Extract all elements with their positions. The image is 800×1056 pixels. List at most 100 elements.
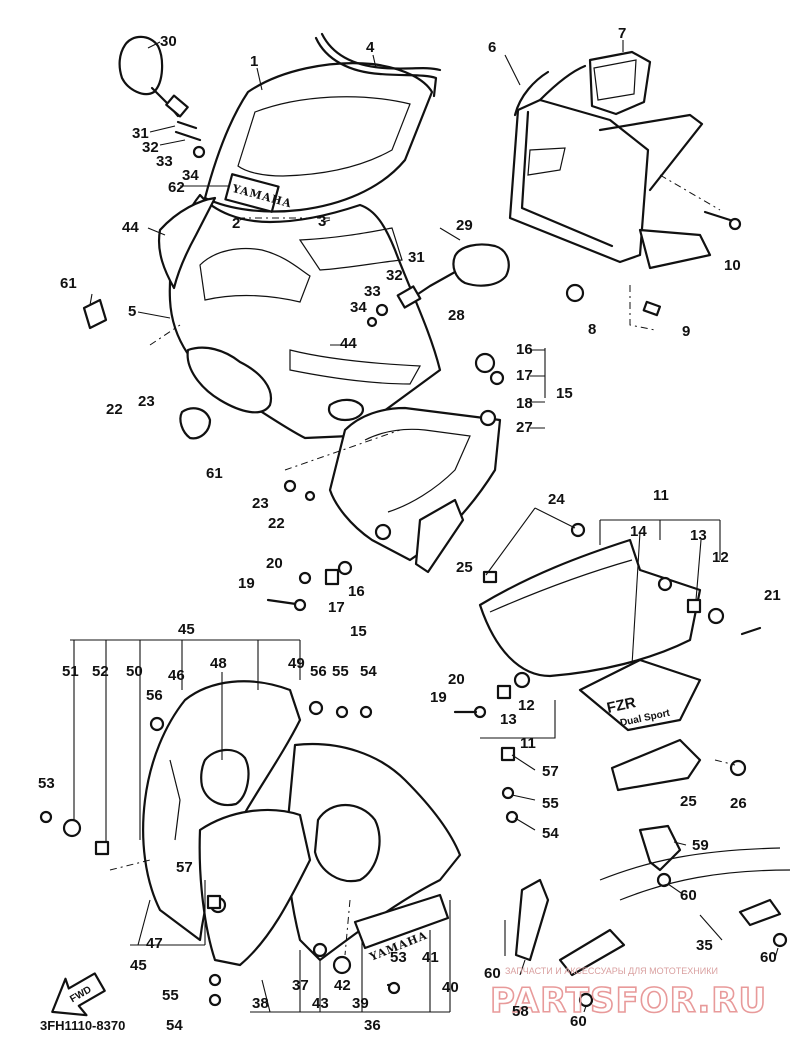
guide-line-f <box>714 759 736 766</box>
callout-13-2: 13 <box>500 711 517 728</box>
lower-cowling-front <box>198 808 312 967</box>
callout-60-3: 60 <box>570 1013 587 1030</box>
callout-29: 29 <box>456 217 473 234</box>
watermark-tagline: ЗАПЧАСТИ И АКСЕССУАРЫ ДЛЯ МОТОТЕХНИКИ <box>505 966 718 976</box>
callout-37: 37 <box>292 977 309 994</box>
callout-9: 9 <box>682 323 690 340</box>
callout-53-2: 53 <box>390 949 407 966</box>
callout-18: 18 <box>516 395 533 412</box>
guide-line-c <box>284 429 401 471</box>
callout-44-2: 44 <box>340 335 357 352</box>
callout-47: 47 <box>146 935 163 952</box>
callout-53: 53 <box>38 775 55 792</box>
callout-56: 56 <box>310 663 327 680</box>
callout-49: 49 <box>288 655 305 672</box>
callout-60-4: 60 <box>760 949 777 966</box>
callout-11: 11 <box>653 487 669 504</box>
leader-lines <box>70 40 779 1013</box>
bolts-11-lower <box>453 671 531 719</box>
guide-line-d <box>629 285 656 331</box>
callout-45: 45 <box>178 621 195 638</box>
side-cowl-11 <box>478 522 762 732</box>
callout-33-2: 33 <box>364 283 381 300</box>
callout-4: 4 <box>366 39 375 56</box>
fwd-arrow: FWD <box>51 972 106 1017</box>
fzr-decal-text: FZR <box>605 694 637 717</box>
callout-32: 32 <box>142 139 159 156</box>
callout-25: 25 <box>456 559 473 576</box>
callout-24: 24 <box>548 491 565 508</box>
callout-2: 2 <box>232 215 240 232</box>
side-panel-61-upper <box>82 298 108 330</box>
callout-23: 23 <box>138 393 155 410</box>
callout-27: 27 <box>516 419 533 436</box>
callout-1: 1 <box>250 53 258 70</box>
callout-22: 22 <box>106 401 123 418</box>
callout-32-2: 32 <box>386 267 403 284</box>
callout-50: 50 <box>126 663 143 680</box>
part-number-code: 3FH1110-8370 <box>40 1018 125 1033</box>
callout-34-2: 34 <box>350 299 367 316</box>
callout-36: 36 <box>364 1017 381 1034</box>
callout-39: 39 <box>352 995 369 1012</box>
callout-22-2: 22 <box>268 515 285 532</box>
callout-3: 3 <box>318 213 326 230</box>
callout-60: 60 <box>680 887 697 904</box>
callout-58: 58 <box>512 1003 529 1020</box>
callout-51: 51 <box>62 663 79 680</box>
callout-57-2: 57 <box>176 859 193 876</box>
callout-17-2: 17 <box>328 599 345 616</box>
callout-13: 13 <box>690 527 707 544</box>
mirror-right-29 <box>366 243 510 328</box>
callout-6: 6 <box>488 39 496 56</box>
callout-55: 55 <box>332 663 349 680</box>
inner-panel-15 <box>328 352 505 562</box>
callout-61: 61 <box>60 275 77 292</box>
callout-59: 59 <box>692 837 709 854</box>
callout-54: 54 <box>360 663 377 680</box>
guide-line-h <box>344 899 351 956</box>
callout-26: 26 <box>730 795 747 812</box>
callout-21: 21 <box>764 587 781 604</box>
callout-46: 46 <box>168 667 185 684</box>
callout-56-2: 56 <box>146 687 163 704</box>
guide-line-b <box>149 324 181 346</box>
callout-12: 12 <box>712 549 729 566</box>
callout-10: 10 <box>724 257 741 274</box>
callout-19-2: 19 <box>430 689 447 706</box>
callout-5: 5 <box>128 303 136 320</box>
mirror-left-30 <box>118 35 206 159</box>
callout-34: 34 <box>182 167 199 184</box>
cowling-stay <box>508 64 742 317</box>
callout-19: 19 <box>238 575 255 592</box>
callout-7: 7 <box>618 25 626 42</box>
upper-cowling <box>168 193 442 440</box>
callout-16-2: 16 <box>348 583 365 600</box>
callout-44: 44 <box>122 219 139 236</box>
callout-61-2: 61 <box>206 465 223 482</box>
callout-15-2: 15 <box>350 623 367 640</box>
guide-line-g <box>109 859 151 871</box>
callout-16: 16 <box>516 341 533 358</box>
side-duct-44 <box>157 196 217 290</box>
callout-17: 17 <box>516 367 533 384</box>
callout-41: 41 <box>422 949 439 966</box>
lower-cowling-left <box>142 680 302 942</box>
callout-55-3: 55 <box>162 987 179 1004</box>
callout-52: 52 <box>92 663 109 680</box>
bracket-25-lower <box>610 738 747 792</box>
callout-11-2: 11 <box>520 735 536 752</box>
callout-12-2: 12 <box>518 697 535 714</box>
lower-bolts-36 <box>39 700 519 1007</box>
watermark-site: PARTSFOR.RU <box>490 981 767 1021</box>
callout-43: 43 <box>312 995 329 1012</box>
guide-line-e <box>659 174 721 211</box>
callout-31-2: 31 <box>408 249 425 266</box>
callout-55-2: 55 <box>542 795 559 812</box>
lower-cowling-center <box>286 743 462 962</box>
callout-54-2: 54 <box>542 825 559 842</box>
callout-23-2: 23 <box>252 495 269 512</box>
callout-25-2: 25 <box>680 793 697 810</box>
